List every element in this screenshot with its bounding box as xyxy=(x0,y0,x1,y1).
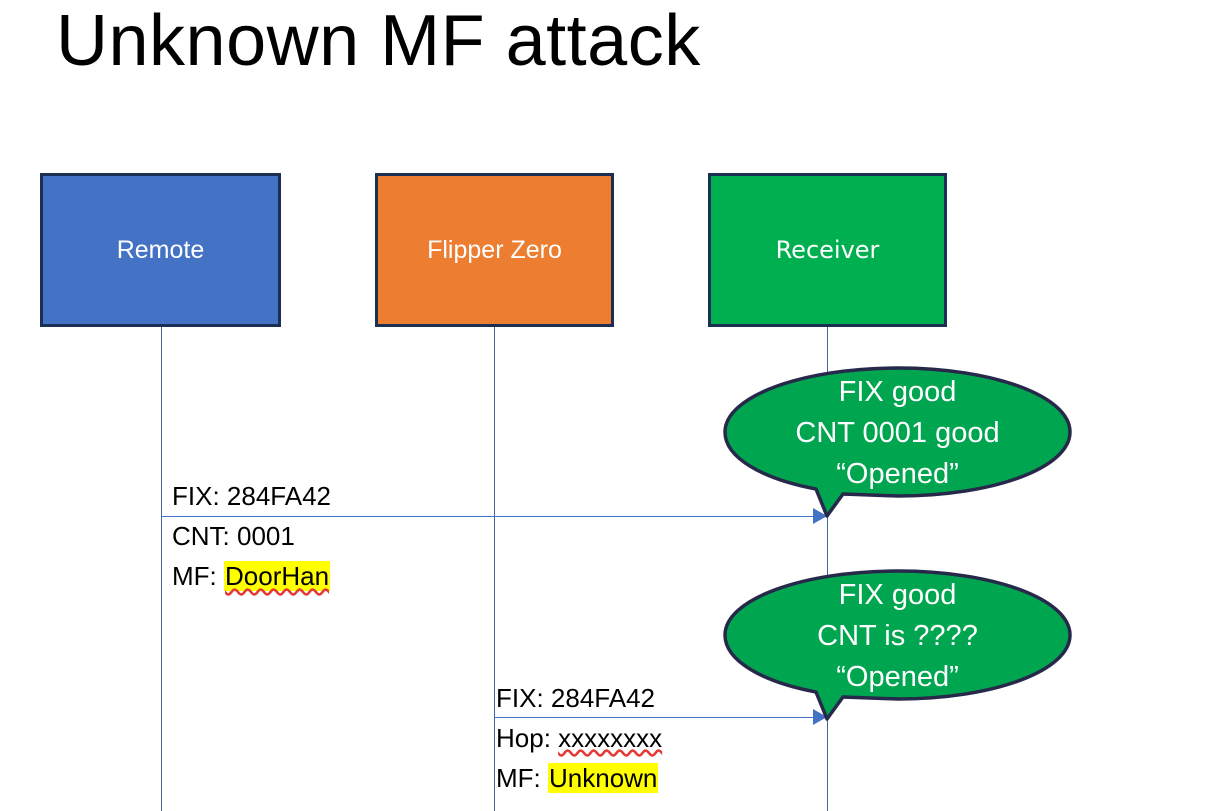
msg1-line2-value: 0001 xyxy=(237,521,295,551)
msg1-line1-key: FIX: xyxy=(172,481,227,511)
page-title: Unknown MF attack xyxy=(56,1,701,81)
lifeline-remote xyxy=(161,327,162,811)
lifeline-flipper xyxy=(494,327,495,811)
speech-bubble-2[interactable]: FIX good CNT is ???? “Opened” xyxy=(723,569,1072,721)
actor-label-remote: Remote xyxy=(116,235,205,264)
actor-label-flipper: Flipper Zero xyxy=(427,235,562,264)
message-label-1-line-2: CNT: 0001 xyxy=(172,516,331,556)
message-arrow-line-2 xyxy=(494,717,814,718)
speech-bubble-1[interactable]: FIX good CNT 0001 good “Opened” xyxy=(723,366,1072,518)
msg2-line3-key: MF: xyxy=(496,763,548,793)
message-label-1: FIX: 284FA42 CNT: 0001 MF: DoorHan xyxy=(172,476,331,596)
actor-box-flipper[interactable]: Flipper Zero xyxy=(375,173,614,327)
message-label-2-line-1: FIX: 284FA42 xyxy=(496,678,662,718)
message-label-2-line-3: MF: Unknown xyxy=(496,758,662,798)
actor-label-receiver: Receiver xyxy=(775,236,880,264)
msg1-line3-value: DoorHan xyxy=(224,561,331,591)
msg2-line1-value: 284FA42 xyxy=(550,683,655,713)
message-label-2: FIX: 284FA42 Hop: xxxxxxxx MF: Unknown xyxy=(496,678,662,798)
msg1-line2-key: CNT: xyxy=(172,521,237,551)
msg2-line3-value: Unknown xyxy=(548,763,659,793)
msg2-line2-key: Hop: xyxy=(496,723,559,753)
message-arrow-line-1 xyxy=(161,516,814,517)
message-label-1-line-1: FIX: 284FA42 xyxy=(172,476,331,516)
speech-bubble-1-shape xyxy=(723,366,1072,518)
message-label-2-line-2: Hop: xxxxxxxx xyxy=(496,718,662,758)
msg1-line1-value: 284FA42 xyxy=(226,481,331,511)
speech-bubble-2-shape xyxy=(723,569,1072,721)
msg2-line1-key: FIX: xyxy=(496,683,551,713)
lifeline-receiver xyxy=(827,327,828,811)
actor-box-remote[interactable]: Remote xyxy=(40,173,281,327)
message-label-1-line-3: MF: DoorHan xyxy=(172,556,331,596)
msg2-line2-value: xxxxxxxx xyxy=(558,723,663,753)
msg1-line3-key: MF: xyxy=(172,561,224,591)
actor-box-receiver[interactable]: Receiver xyxy=(708,173,947,327)
